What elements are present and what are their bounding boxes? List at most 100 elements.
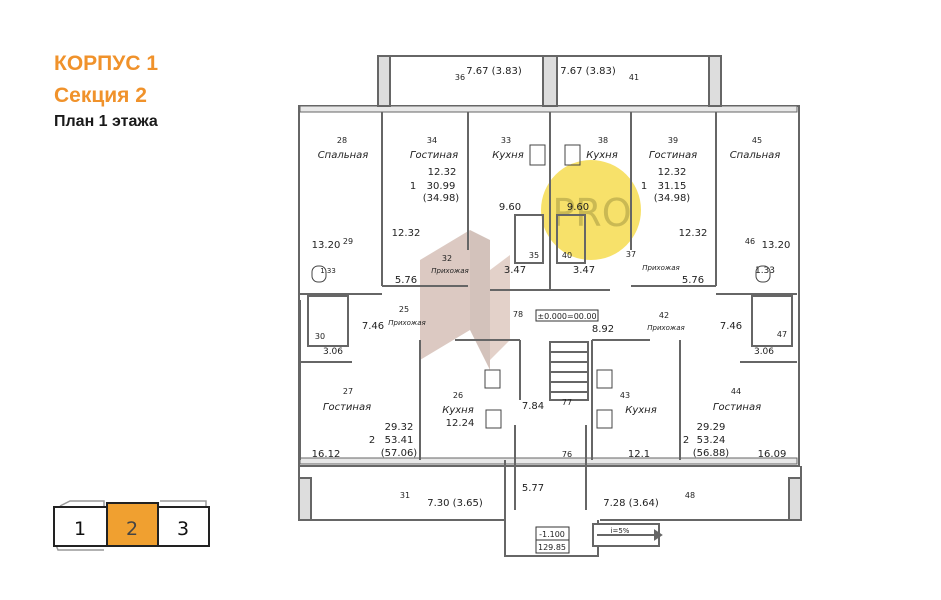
room-25-name: Прихожая <box>388 319 426 327</box>
apt-2-with-balcony: (34.98) <box>654 193 691 204</box>
apt-4-total: 53.24 <box>697 435 726 446</box>
wc-left-area: 1.33 <box>320 267 336 275</box>
room-39-num: 39 <box>668 136 678 145</box>
room-37-area: 5.76 <box>682 275 704 286</box>
watermark-circle <box>541 160 641 260</box>
entry-level: -1.100 <box>539 530 565 539</box>
section-2-label: 2 <box>126 518 138 540</box>
room-33-area: 9.60 <box>499 202 521 213</box>
apt-1-total: 30.99 <box>427 181 456 192</box>
walls <box>298 55 802 557</box>
apt-1-living: 12.32 <box>428 167 457 178</box>
section-3-label: 3 <box>177 518 189 540</box>
room-47-num: 47 <box>777 330 787 339</box>
balcony-36-num: 36 <box>455 73 465 82</box>
room-28-num: 28 <box>337 136 347 145</box>
room-45-name: Спальная <box>730 150 781 161</box>
apt-2-rooms: 1 <box>641 181 647 192</box>
apt-1-rooms: 1 <box>410 181 416 192</box>
room-44-name: Гостиная <box>713 402 761 413</box>
room-32-name: Прихожая <box>431 267 469 275</box>
room-45-area: 13.20 <box>762 240 791 251</box>
room-28-area: 13.20 <box>312 240 341 251</box>
wc-right-area: 1.33 <box>755 266 775 276</box>
floor-plan-title: План 1 этажа <box>54 113 158 130</box>
room-29-num: 29 <box>343 237 353 246</box>
section-selector: 1 2 3 <box>53 500 210 551</box>
apartment-stats-3: 29.32 2 53.41 (57.06) <box>369 422 417 459</box>
apt-2-total: 31.15 <box>658 181 687 192</box>
room-25-num: 25 <box>399 305 409 314</box>
room-76-num: 76 <box>562 450 572 459</box>
room-34-name: Гостиная <box>410 150 458 161</box>
apt-1-with-balcony: (34.98) <box>423 193 460 204</box>
room-39-area: 12.32 <box>679 228 708 239</box>
room-33-num: 33 <box>501 136 511 145</box>
balcony-31-area: 7.30 (3.65) <box>427 498 483 509</box>
entry-abs: 129.85 <box>538 543 566 552</box>
room-35-area: 3.47 <box>504 265 526 276</box>
room-42-area: 7.46 <box>720 321 742 332</box>
balcony-36-area: 7.67 (3.83) <box>466 66 522 77</box>
apt-4-living: 29.29 <box>697 422 726 433</box>
room-40-num: 40 <box>562 251 572 260</box>
room-42-num: 42 <box>659 311 669 320</box>
room-76-area: 5.77 <box>522 483 544 494</box>
room-78-num: 78 <box>513 310 523 319</box>
room-38-num: 38 <box>598 136 608 145</box>
fixtures <box>311 144 771 429</box>
room-42-name: Прихожая <box>647 324 685 332</box>
room-37-num: 37 <box>626 250 636 259</box>
room-32-area: 5.76 <box>395 275 417 286</box>
section-title: Секция 2 <box>54 84 147 107</box>
room-37-name: Прихожая <box>642 264 680 272</box>
room-44-num: 44 <box>731 387 741 396</box>
watermark-logo <box>420 230 510 370</box>
section-1-button[interactable]: 1 <box>53 506 108 547</box>
apt-4-rooms: 2 <box>683 435 689 446</box>
room-43-num: 43 <box>620 391 630 400</box>
apt-3-living: 29.32 <box>385 422 414 433</box>
balcony-31-num: 31 <box>400 491 410 500</box>
room-32-num: 32 <box>442 254 452 263</box>
room-30-area: 3.06 <box>323 347 343 357</box>
room-30-num: 30 <box>315 332 325 341</box>
room-47-area: 3.06 <box>754 347 774 357</box>
room-45-num: 45 <box>752 136 762 145</box>
apt-3-total: 53.41 <box>385 435 414 446</box>
plan-labels: 7.67 (3.83) 36 7.67 (3.83) 41 7.30 (3.65… <box>312 66 791 552</box>
section-1-label: 1 <box>74 518 86 540</box>
room-44-area: 16.09 <box>758 449 787 460</box>
apartment-stats-4: 29.29 2 53.24 (56.88) <box>683 422 729 459</box>
building-title: КОРПУС 1 <box>54 52 158 75</box>
apt-3-rooms: 2 <box>369 435 375 446</box>
room-33-name: Кухня <box>492 150 524 161</box>
ramp-slope: i=5% <box>611 527 630 535</box>
level-mark: ±0.000=00.00 <box>537 312 596 321</box>
room-39-name: Гостиная <box>649 150 697 161</box>
room-40-area: 3.47 <box>573 265 595 276</box>
balcony-41-area: 7.67 (3.83) <box>560 66 616 77</box>
room-46-num: 46 <box>745 237 755 246</box>
section-3-button[interactable]: 3 <box>157 506 210 547</box>
room-34-num: 34 <box>427 136 437 145</box>
room-77-num: 77 <box>562 398 572 407</box>
room-27-num: 27 <box>343 387 353 396</box>
room-26-num: 26 <box>453 391 463 400</box>
room-35-num: 35 <box>529 251 539 260</box>
apartment-stats-1: 12.32 1 30.99 (34.98) <box>410 167 459 204</box>
room-38-area: 9.60 <box>567 202 589 213</box>
room-26-name: Кухня <box>442 405 474 416</box>
room-34-area: 12.32 <box>392 228 421 239</box>
room-38-name: Кухня <box>586 150 618 161</box>
room-43-name: Кухня <box>625 405 657 416</box>
balcony-48-area: 7.28 (3.64) <box>603 498 659 509</box>
watermark-text: PRO <box>552 191 631 235</box>
corridor-area: 8.92 <box>592 324 614 335</box>
room-25-area: 7.46 <box>362 321 384 332</box>
room-28-name: Спальная <box>318 150 369 161</box>
apt-2-living: 12.32 <box>658 167 687 178</box>
room-43-area: 12.1 <box>628 449 650 460</box>
